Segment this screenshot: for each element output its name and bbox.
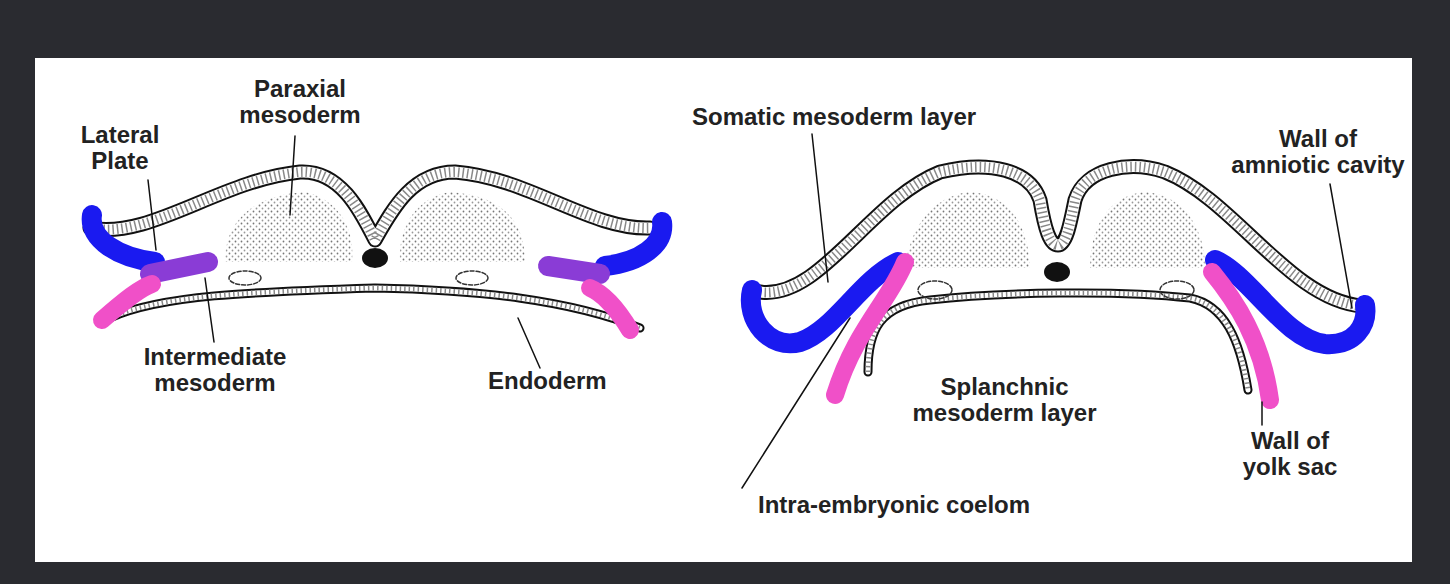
ectoderm-left [90, 172, 650, 240]
background-panel [35, 58, 1412, 562]
lateral-plate-splanchnic [102, 284, 152, 320]
lateral-plate-splanchnic [590, 288, 630, 330]
paraxial-mesoderm [1090, 192, 1205, 268]
splanchnic-mesoderm [835, 262, 905, 395]
splanchnic-mesoderm [1212, 272, 1270, 400]
structure-label: Splanchnic mesoderm layer [877, 374, 1132, 426]
lateral-plate-somatic [605, 222, 662, 266]
structure-label: Paraxial mesoderm [230, 76, 370, 128]
structure-label: Wall of yolk sac [1234, 428, 1346, 480]
structure-label: Somatic mesoderm layer [692, 104, 976, 130]
structure-label: Intra-embryonic coelom [758, 492, 1030, 518]
leader-lines [148, 134, 1352, 488]
dorsal-aorta [229, 271, 261, 285]
dorsal-aorta [918, 281, 952, 299]
endoderm-left [110, 288, 640, 328]
structure-label: Wall of amniotic cavity [1228, 126, 1408, 178]
lateral-plate-somatic [92, 215, 155, 262]
structure-label: Intermediate mesoderm [130, 344, 300, 396]
structure-label: Lateral Plate [70, 122, 170, 174]
intermediate-mesoderm [548, 266, 600, 274]
ectoderm-right [760, 167, 1362, 306]
dorsal-aorta [456, 271, 488, 285]
notochord [1044, 262, 1070, 282]
paraxial-mesoderm [400, 192, 525, 262]
paraxial-mesoderm [905, 192, 1030, 268]
notochord [362, 248, 388, 268]
dorsal-aorta [1160, 281, 1194, 299]
structure-label: Endoderm [488, 368, 607, 394]
intermediate-mesoderm [150, 262, 208, 274]
paraxial-mesoderm [225, 192, 352, 262]
